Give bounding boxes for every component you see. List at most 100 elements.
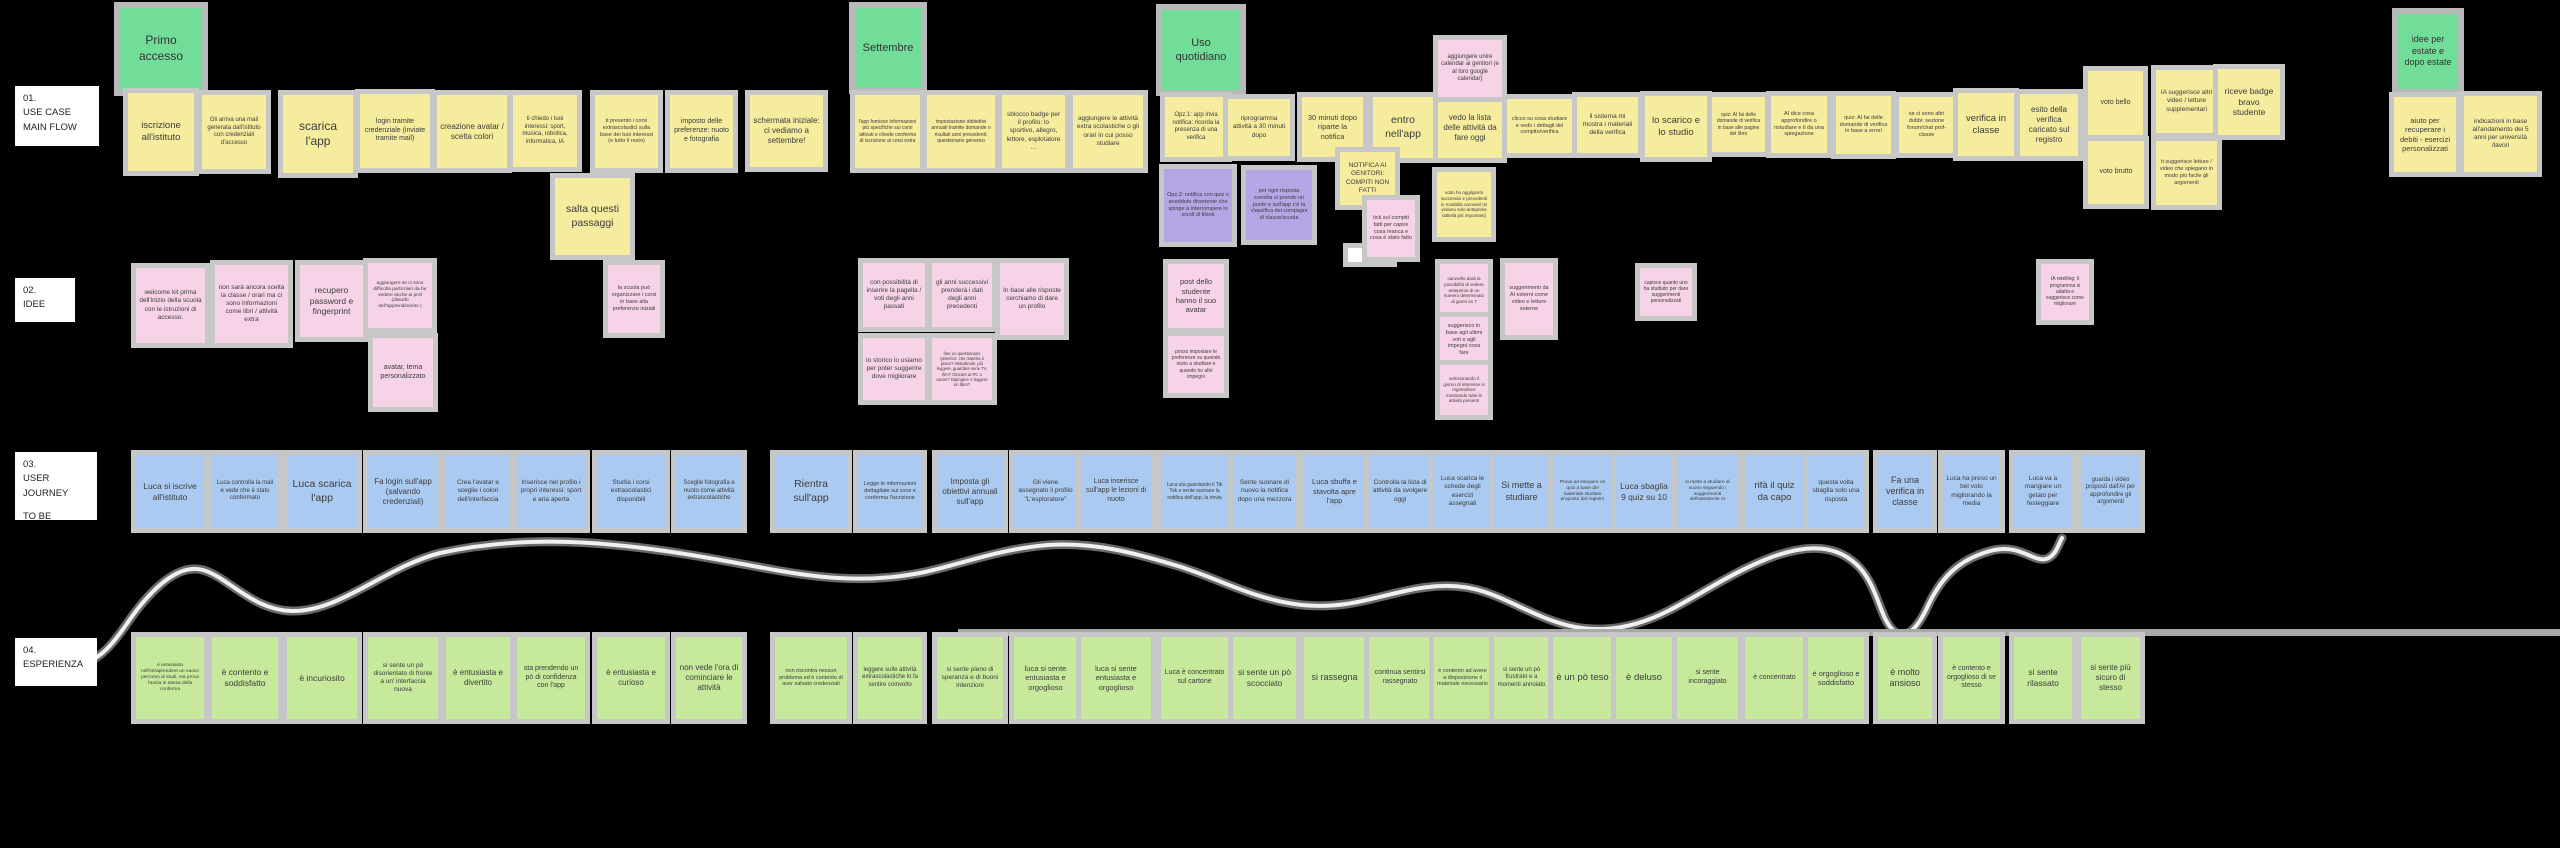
sticky-note[interactable]: post dello studente hanno il suo avatar — [1168, 264, 1224, 328]
sticky-note[interactable]: ti suggerisce letture / video che spiega… — [2156, 141, 2217, 205]
sticky-note[interactable]: imposto delle preferenze: nuoto e fotogr… — [670, 95, 733, 168]
sticky-note[interactable]: è orgoglioso e soddisfatto — [1808, 637, 1864, 719]
sticky-note[interactable]: Luca scarica le schede degli esercizi as… — [1434, 455, 1491, 528]
sticky-note[interactable]: esito della verifica caricato sul regist… — [2020, 94, 2078, 156]
sticky-note[interactable]: aggiungere le attività extra scolastiche… — [1073, 95, 1143, 168]
sticky-note[interactable]: voto bello — [2088, 71, 2143, 135]
sticky-note[interactable]: indicazioni in base all'andamento dei 5 … — [2464, 96, 2537, 172]
sticky-note[interactable]: quiz: AI fai delle domande di verifica i… — [1836, 96, 1891, 154]
sticky-note[interactable]: guarda i video proposti dall'AI per appr… — [2081, 455, 2140, 528]
sticky-note[interactable]: Luca inserisce sull'app le lezioni di nu… — [1081, 455, 1151, 528]
sticky-note[interactable]: si sente più sicuro di stesso — [2081, 637, 2140, 719]
sticky-note[interactable]: è un pò teso — [1553, 637, 1612, 719]
sticky-note[interactable]: Gli viene assegnato il profilo "L'esplor… — [1014, 455, 1077, 528]
sticky-note[interactable]: ti chiedo i tuoi interessi: sport, music… — [513, 95, 577, 167]
sticky-note[interactable]: voto brutto — [2088, 141, 2144, 204]
sticky-note[interactable]: AI dice cosa approfondire o ristudiare e… — [1771, 96, 1827, 153]
sticky-note[interactable]: Luca scarica l'app — [287, 455, 357, 528]
sticky-note[interactable]: Luca ha preso un bel voto migliorando la… — [1943, 455, 2000, 528]
sticky-note[interactable]: Luca sbuffa e stavolta apre l'app — [1304, 455, 1365, 528]
sticky-note[interactable]: Luca sta guardando il Tik Tok e sente su… — [1161, 455, 1228, 528]
sticky-note[interactable]: è entusiasta nell'intraprendere un nuovo… — [136, 637, 204, 719]
sticky-note[interactable]: Legge le informazioni dettagliate sui co… — [858, 455, 922, 528]
sticky-note[interactable]: con possibilità di inserire la pagella /… — [863, 263, 925, 327]
sticky-note[interactable]: suggerimenti da AI esterni come video e … — [1505, 263, 1553, 335]
sticky-note[interactable]: In base alle risposte cerchiamo di dare … — [1000, 263, 1064, 335]
sticky-note[interactable]: iscrizione all'istituto — [128, 93, 194, 171]
sticky-note[interactable]: è entusiasta e divertito — [446, 637, 510, 719]
sticky-note[interactable]: scarica l'app — [283, 95, 353, 173]
sticky-note[interactable]: sta prendendo un pò di confidenza con l'… — [517, 637, 585, 719]
sticky-note[interactable]: welcome kit prima dell'inizio della scuo… — [136, 268, 205, 343]
sticky-note[interactable]: quiz: AI fai delle domande di verifica i… — [1712, 97, 1765, 152]
sticky-note[interactable]: verifica in classe — [1958, 93, 2014, 156]
sticky-note[interactable]: clicco su cosa studiare e vedo i dettagl… — [1507, 99, 1572, 153]
sticky-note[interactable]: è molto ansioso — [1878, 637, 1932, 719]
sticky-note[interactable]: Imposta gli obiettivi annuali sull'app — [937, 455, 1003, 528]
sticky-note[interactable]: non vede l'ora di cominciare le attività — [676, 637, 742, 719]
sticky-note[interactable]: Sceglie fotografia e nuoto come attività… — [676, 455, 742, 528]
section-header-note[interactable]: Uso quotidiano — [1162, 10, 1240, 90]
sticky-note[interactable]: Gli arriva una mail generata dall'istitu… — [202, 95, 266, 169]
sticky-note[interactable]: continua sentirsi rassegnato — [1369, 637, 1431, 719]
sticky-note[interactable]: l'app fornisce informazioni più specific… — [855, 95, 920, 168]
sticky-note[interactable]: Luca si iscrive all'istituto — [136, 455, 204, 528]
sticky-note[interactable]: sotto ho oggi/giorni successivi e preced… — [1437, 172, 1491, 237]
sticky-note[interactable]: si mette a studiare di nuovo seguendo i … — [1677, 455, 1738, 528]
sticky-note[interactable]: si sente un pò scocciato — [1233, 637, 1296, 719]
sticky-note[interactable]: aiuto per recuperare i debiti - esercizi… — [2394, 97, 2456, 172]
sticky-note[interactable]: IA retelling: il programma si adatta e s… — [2041, 264, 2089, 320]
sticky-note[interactable]: Luca è concentrato sul cartone — [1161, 637, 1228, 719]
sticky-note[interactable]: login tramite credenziale (inviate trami… — [360, 94, 430, 168]
sticky-note[interactable]: Crea l'avatar e sceglie i colori dell'in… — [446, 455, 510, 528]
sticky-note[interactable]: ti presento i corsi extrascolastici sull… — [595, 95, 658, 168]
sticky-note[interactable]: 30 minuti dopo riparte la notifica — [1302, 97, 1363, 157]
sticky-note[interactable]: tick sul compiti fatti per capire cosa m… — [1367, 200, 1415, 257]
sticky-note[interactable]: Fa una verifica in classe — [1878, 455, 1932, 528]
sticky-note[interactable]: Fa login sull'app (salvando credenziali) — [368, 455, 438, 528]
section-header-note[interactable]: Settembre — [855, 8, 921, 88]
sticky-note[interactable]: Luca va a mangiare un gelato per festegg… — [2014, 455, 2072, 528]
sticky-note[interactable]: si sente pieno di speranza e di buoni in… — [937, 637, 1003, 719]
sticky-note[interactable]: capisce quanto uno ha studiato per dare … — [1640, 268, 1692, 316]
sticky-note[interactable]: è deluso — [1616, 637, 1672, 719]
sticky-note[interactable]: Sente suonare di nuovo la notifica dopo … — [1233, 455, 1296, 528]
sticky-note[interactable]: fare un questionario generico: che mater… — [932, 338, 992, 400]
sticky-note[interactable]: lo storico lo usiamo per poter suggerire… — [863, 338, 925, 400]
section-header-note[interactable]: Primo accesso — [120, 8, 202, 90]
sticky-note[interactable]: Opz.2: notifica con quiz o aneddoto dive… — [1164, 169, 1232, 242]
sticky-note[interactable]: aggiungere se ci sono difficoltà partico… — [368, 263, 432, 328]
sticky-note[interactable]: Inserisce nel profilo i propri interessi… — [517, 455, 585, 528]
sticky-note[interactable]: vedo la lista delle attività da fare ogg… — [1438, 98, 1502, 158]
sticky-note[interactable]: posso impostare le preferenze su quando … — [1168, 336, 1224, 393]
sticky-note[interactable]: se ci sono altri dubbi: sezione forum/ch… — [1899, 97, 1954, 153]
sticky-note[interactable]: non riscontra nessun problema ed è conte… — [775, 637, 847, 719]
sticky-note[interactable]: avatar, tema personalizzato — [373, 338, 433, 407]
sticky-note[interactable]: riceve badge bravo studente — [2218, 69, 2280, 135]
sticky-note[interactable]: si sente incoraggiato — [1677, 637, 1738, 719]
sticky-note[interactable]: Rientra sull'app — [775, 455, 847, 528]
sticky-note[interactable]: si sente un pò disorientato di fronte a … — [368, 637, 438, 719]
sticky-note[interactable]: creazione avatar / scelta colori — [437, 95, 507, 168]
sticky-note[interactable]: la scuola può organizzare i corsi in bas… — [608, 265, 660, 333]
sticky-note[interactable]: si sente un pò frustrato e a momenti ann… — [1494, 637, 1549, 719]
sticky-note[interactable]: carosello darà la possibilità di vedere … — [1440, 264, 1488, 317]
sticky-note[interactable]: Controlla la lista di attività da svolge… — [1369, 455, 1431, 528]
sticky-note[interactable]: lo scarico e lo studio — [1645, 96, 1707, 157]
sticky-note[interactable]: rifà il quiz da capo — [1745, 455, 1804, 528]
sticky-note[interactable]: è contento e soddisfatto — [212, 637, 278, 719]
sticky-note[interactable]: recupero password e fingerprint — [300, 265, 363, 337]
sticky-note[interactable]: Prova ad eseguire un quiz a base del mat… — [1553, 455, 1612, 528]
sticky-note[interactable]: è contento ad avere a disposizione il ma… — [1434, 637, 1491, 719]
sticky-note[interactable]: entro nell'app — [1373, 97, 1433, 158]
sticky-note[interactable]: è concentrato — [1745, 637, 1804, 719]
sticky-note[interactable]: non sarà ancora scelta la classe / orari… — [215, 265, 288, 343]
sticky-note[interactable]: sblocco badge per il profilo: lo sportiv… — [1002, 95, 1065, 168]
sticky-note[interactable]: luca si sente entusiasta e orgoglioso — [1014, 637, 1077, 719]
sticky-note[interactable]: Opz.1: app invia notifica: ricorda la pr… — [1165, 97, 1227, 157]
section-header-note[interactable]: idee per estate e dopo estate — [2398, 14, 2458, 89]
sticky-note[interactable]: IA suggerisce altri video / letture supp… — [2156, 70, 2217, 133]
sticky-note[interactable]: si rassegna — [1304, 637, 1365, 719]
sticky-note[interactable]: riprogramma attività a 30 minuti dopo — [1228, 99, 1290, 156]
sticky-note[interactable]: impostazione obbiettivi annuali tramite … — [927, 95, 995, 168]
